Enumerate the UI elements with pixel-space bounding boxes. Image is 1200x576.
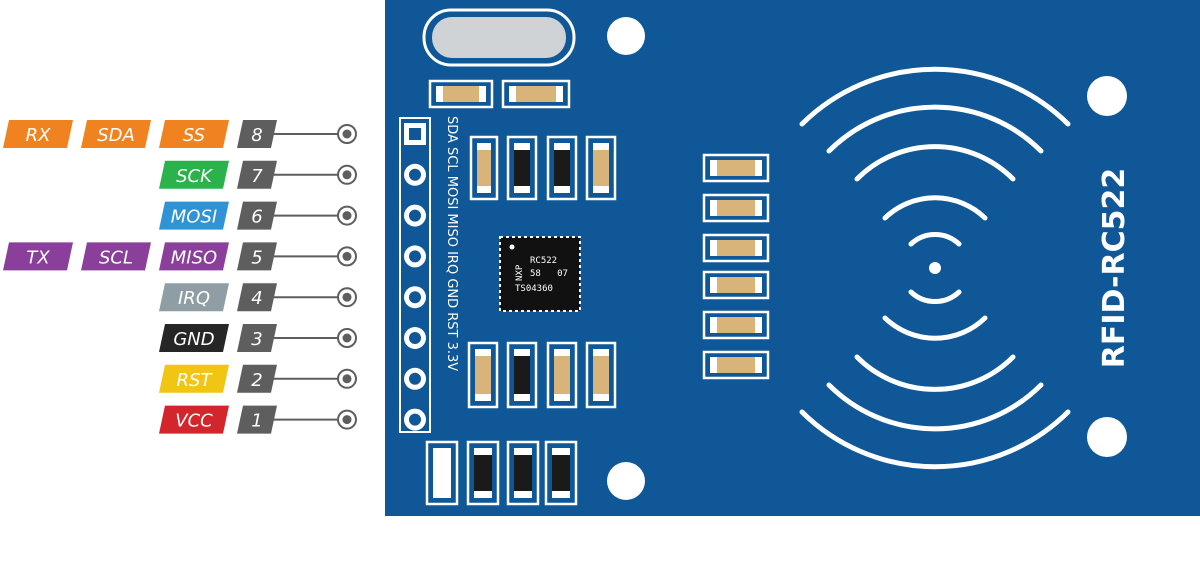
mounting-hole-bottom-left — [607, 462, 645, 500]
pin-function-label: SDA — [97, 125, 135, 146]
pin-function-label: MOSI — [171, 207, 217, 228]
pin-number: 7 — [251, 166, 263, 187]
pin-function-tag: TX — [3, 242, 73, 271]
pin-number-tag: 2 — [237, 364, 277, 393]
pin-number-tag: 6 — [237, 201, 277, 230]
pin-terminal-icon — [337, 368, 357, 389]
pin-function-label: VCC — [175, 411, 213, 432]
pin-terminal-icon — [337, 246, 357, 267]
crystal-oscillator — [422, 8, 576, 67]
pin-number-tag: 4 — [237, 283, 277, 312]
pin-function-tag: RST — [159, 364, 229, 393]
pin-terminal-icon — [337, 409, 357, 430]
chip-text-line1: RC522 — [530, 256, 557, 266]
pin-terminal-icon — [337, 205, 357, 226]
smd-resistor-bottom-4 — [544, 440, 578, 506]
pin-function-tag: MOSI — [159, 201, 229, 230]
pin-number: 5 — [251, 247, 262, 268]
smd-resistor-column — [702, 153, 770, 380]
header-pin-1 — [404, 408, 426, 431]
smd-resistor-top-2 — [501, 79, 571, 109]
header-pin-3 — [404, 327, 426, 349]
chip-logo: NXP — [515, 264, 525, 281]
pin-header — [399, 117, 431, 433]
smd-resistor-upper-3 — [546, 135, 578, 201]
pin-number: 4 — [251, 288, 262, 309]
smd-resistor-top-1 — [428, 79, 494, 109]
pin-function-label: GND — [173, 329, 214, 350]
pin-function-tag: SCL — [81, 242, 151, 271]
pin-function-tag: VCC — [159, 405, 229, 434]
pin-function-tag: IRQ — [159, 283, 229, 312]
pin-function-tag: MISO — [159, 242, 229, 271]
smd-capacitor-upper-4 — [585, 135, 617, 201]
pin-function-label: RX — [26, 125, 52, 146]
header-pin-8 — [404, 123, 426, 145]
smd-resistor-bottom-2 — [466, 440, 500, 506]
header-pin-7 — [404, 163, 426, 186]
smd-capacitor-upper-1 — [469, 135, 499, 201]
pin-function-label: MISO — [171, 247, 217, 268]
mounting-hole-top-right — [1087, 76, 1127, 116]
mounting-hole-top-left — [607, 17, 645, 55]
antenna-signal-icon — [799, 66, 1071, 470]
pin-function-tag: SCK — [159, 160, 229, 189]
pin-function-label: SCL — [99, 247, 133, 268]
pin-function-tag: SS — [159, 120, 229, 148]
pin-function-label: IRQ — [178, 288, 210, 309]
chip-text-line3: TS04360 — [515, 284, 553, 294]
pin-number: 6 — [251, 207, 262, 228]
pin-function-tag: GND — [159, 324, 229, 352]
pin-terminal-icon — [337, 124, 357, 144]
smd-capacitor-lower-4 — [585, 341, 617, 409]
pin-terminal-icon — [337, 287, 357, 308]
smd-resistor-bottom-3 — [506, 440, 540, 506]
pin-function-tag: SDA — [81, 120, 151, 148]
header-pin-4 — [404, 286, 426, 309]
chip-text-line2: 58 07 — [530, 269, 568, 279]
header-pin-2 — [404, 367, 426, 390]
smd-capacitor-lower-3 — [546, 341, 578, 409]
mounting-hole-bottom-right — [1087, 417, 1127, 457]
header-silkscreen-labels: SDA SCL MOSI MISO IRQ GND RST 3.3V — [444, 116, 459, 371]
smd-resistor-upper-2 — [506, 135, 538, 201]
smd-resistor-lower-2 — [506, 341, 538, 409]
pin-number-tag: 1 — [237, 405, 277, 434]
antenna-center-dot — [929, 262, 941, 274]
pin-function-label: SCK — [176, 166, 213, 187]
pin-number-tag: 3 — [237, 324, 277, 352]
pin-number: 2 — [251, 370, 262, 391]
smd-component-bottom-1 — [425, 440, 459, 506]
pin-number: 8 — [251, 125, 262, 146]
header-pin-5 — [404, 245, 426, 268]
pin-number: 3 — [251, 329, 262, 350]
smd-capacitor-lower-1 — [467, 341, 499, 409]
pin-terminal-icon — [337, 328, 357, 348]
board-name-label: RFID-RC522 — [1097, 168, 1132, 368]
pin-number: 1 — [251, 411, 262, 432]
pinout-labels: 8 SS SDA RX 7 SCK 6 MOSI 5 MISO SCL TX 4 IRQ 3 GND 2 RST 1… — [3, 120, 357, 434]
pin-function-tag: RX — [3, 120, 73, 148]
header-pin-6 — [404, 204, 426, 227]
pin-number-tag: 5 — [237, 242, 277, 271]
pin-function-label: TX — [26, 247, 50, 268]
rc522-chip: RC522 58 07 TS04360 NXP — [499, 236, 581, 312]
pin-number-tag: 8 — [237, 120, 277, 148]
pin-terminal-icon — [337, 164, 357, 185]
pin-function-label: SS — [183, 125, 205, 146]
pin-number-tag: 7 — [237, 160, 277, 189]
pin-function-label: RST — [177, 370, 214, 391]
